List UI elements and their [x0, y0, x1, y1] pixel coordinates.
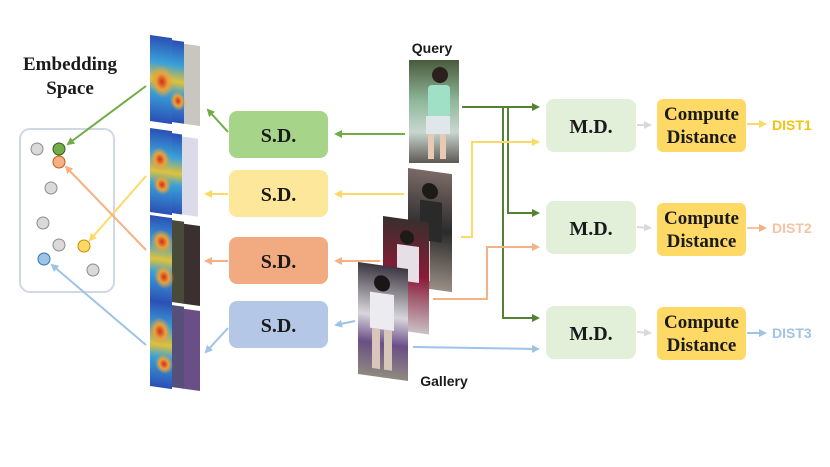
- dist1-label: DIST1: [772, 117, 812, 133]
- sd-label: S.D.: [261, 184, 297, 206]
- compute-distance-block-3: Compute Distance: [657, 307, 746, 360]
- arrow-sd4-to-map: [204, 327, 229, 354]
- dist2-label: DIST2: [772, 220, 812, 236]
- arrow-gallery3-to-sd: [334, 319, 356, 328]
- compute-line2: Distance: [667, 127, 737, 148]
- sd-block-3: S.D.: [229, 237, 328, 284]
- query-image: [409, 60, 459, 163]
- query-label: Query: [412, 40, 453, 56]
- arrows: [50, 85, 767, 354]
- arrow-query-to-md2: [507, 107, 540, 217]
- arrow-md2-to-compute: [636, 223, 652, 232]
- arrow-map2-to-embedding: [88, 175, 147, 242]
- feature-map-stack-2: [150, 128, 198, 217]
- arrow-gallery1-to-md1: [461, 138, 540, 238]
- feature-map-stack-1: [150, 35, 200, 127]
- dist3-label: DIST3: [772, 325, 812, 341]
- gallery-label: Gallery: [420, 373, 468, 389]
- embedding-title-line1: Embedding: [23, 54, 117, 75]
- gallery-image-3: [358, 262, 408, 382]
- arrow-gallery2-to-md2: [433, 243, 540, 300]
- embedding-point-gray: [44, 181, 58, 195]
- embedding-point-gallery-2: [52, 155, 66, 169]
- arrow-query-to-md3: [502, 107, 540, 322]
- arrow-map1-to-embedding: [66, 85, 147, 146]
- feature-map-stack-4: [149, 300, 200, 392]
- embedding-point-gray: [30, 142, 44, 156]
- sd-label: S.D.: [261, 251, 297, 273]
- feature-map-stack-3: [150, 215, 200, 307]
- sd-block-1: S.D.: [229, 111, 328, 158]
- sd-label: S.D.: [261, 125, 297, 147]
- compute-distance-block-1: Compute Distance: [657, 99, 746, 152]
- embedding-point-gray: [86, 263, 100, 277]
- embedding-point-gray: [52, 238, 66, 252]
- embedding-point-gallery-3: [37, 252, 51, 266]
- md-label: M.D.: [569, 116, 612, 138]
- compute-line1: Compute: [664, 312, 739, 333]
- compute-line2: Distance: [667, 231, 737, 252]
- embedding-title-line2: Space: [46, 78, 94, 99]
- embedding-point-gallery-1: [77, 239, 91, 253]
- md-block-3: M.D.: [546, 306, 636, 359]
- compute-line2: Distance: [667, 335, 737, 356]
- compute-distance-block-2: Compute Distance: [657, 203, 746, 256]
- md-block-1: M.D.: [546, 99, 636, 152]
- arrow-map3-to-embedding: [64, 165, 147, 251]
- compute-line1: Compute: [664, 208, 739, 229]
- arrow-map4-to-embedding: [50, 263, 147, 346]
- embedding-point-gray: [36, 216, 50, 230]
- md-block-2: M.D.: [546, 201, 636, 254]
- sd-label: S.D.: [261, 315, 297, 337]
- arrow-sd1-to-map: [206, 108, 229, 133]
- embedding-points: [30, 142, 100, 277]
- md-label: M.D.: [569, 323, 612, 345]
- sd-block-2: S.D.: [229, 170, 328, 217]
- sd-block-4: S.D.: [229, 301, 328, 348]
- arrow-md3-to-compute: [636, 328, 652, 337]
- embedding-space-panel: [19, 128, 115, 293]
- compute-line1: Compute: [664, 104, 739, 125]
- arrow-gallery3-to-md3: [412, 344, 540, 353]
- embedding-point-query: [52, 142, 66, 156]
- md-label: M.D.: [569, 218, 612, 240]
